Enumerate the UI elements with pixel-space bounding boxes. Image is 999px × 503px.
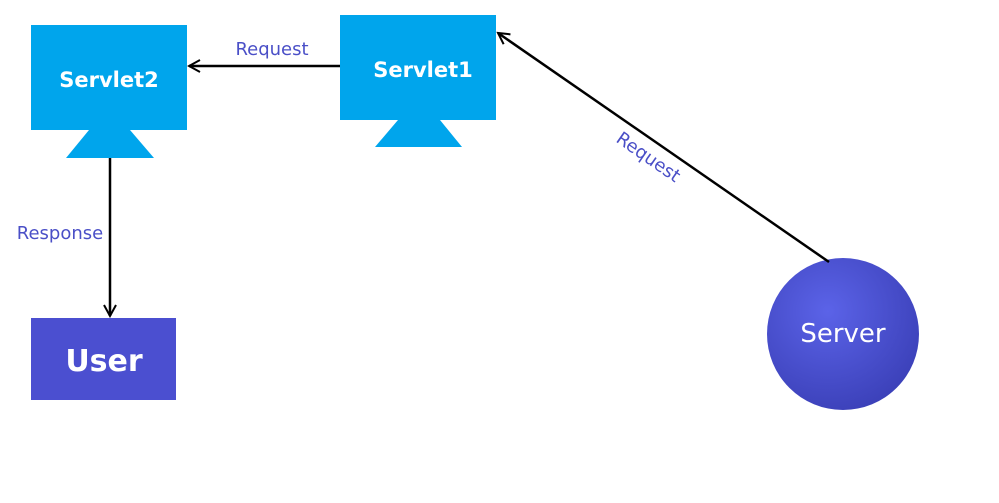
user-label: User [65,344,143,379]
server-label: Server [800,319,886,349]
servlet1-screen [340,15,496,120]
user-node: User [31,318,176,400]
server-node: Server [767,258,919,410]
server-circle [767,258,919,410]
user-box [31,318,176,400]
servlet2-screen [31,25,187,130]
edge-line-server-servlet1 [498,33,830,264]
edge-label-servlet2-user: Response [17,223,103,244]
servlet1-label: Servlet1 [373,58,473,82]
servlet1-node: Servlet1 [340,15,496,147]
servlet1-stand [375,120,462,147]
edge-servlet1-to-servlet2: Request [189,39,340,66]
edge-label-servlet1-servlet2: Request [235,39,308,60]
edge-server-to-servlet1: Request [498,33,830,264]
servlet2-stand [66,130,154,158]
servlet2-label: Servlet2 [59,68,159,92]
edge-servlet2-to-user: Response [17,158,110,316]
servlet2-node: Servlet2 [31,25,187,158]
